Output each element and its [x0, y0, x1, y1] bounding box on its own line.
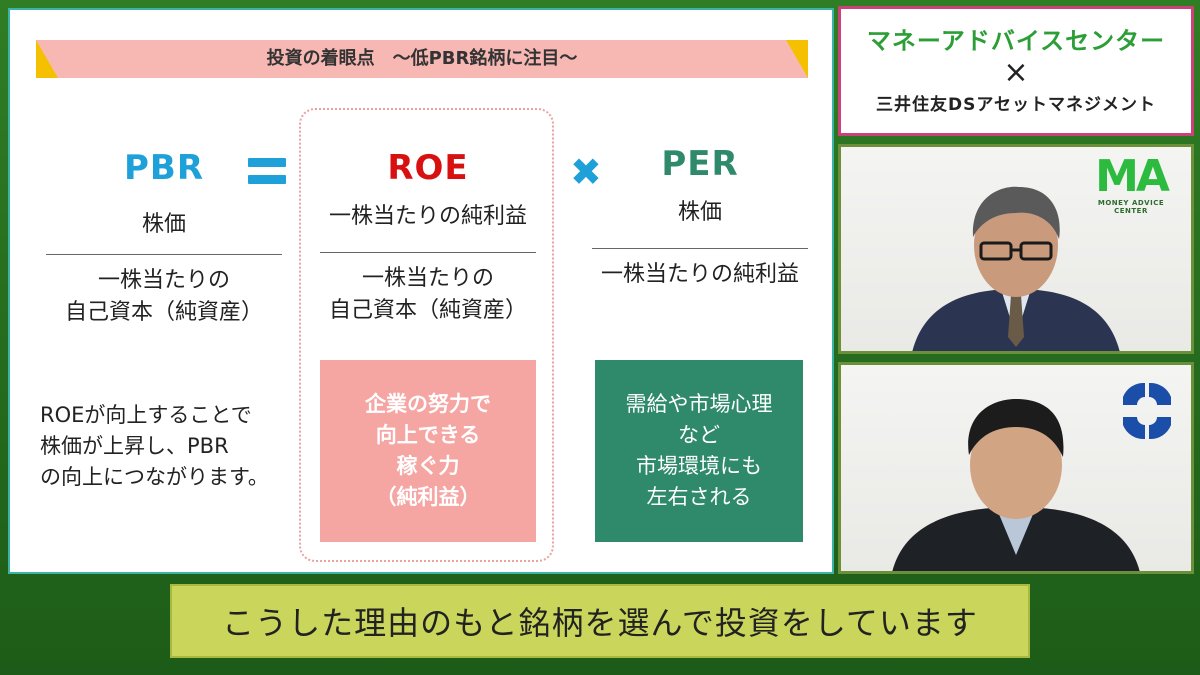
brand-cross: ×	[1003, 55, 1029, 90]
brand-top-text: マネーアドバイスセンター	[866, 27, 1166, 55]
roe-highlight-frame	[299, 108, 554, 562]
presenter-2-figure	[892, 399, 1140, 571]
per-denominator: 一株当たりの純利益	[600, 262, 799, 287]
per-fraction-line	[592, 248, 808, 249]
per-box-line: 左右される	[646, 485, 752, 509]
roe-box-line: 稼ぐ力	[396, 454, 460, 478]
title-accent-left	[36, 40, 58, 78]
subtitle-bar: こうした理由のもと銘柄を選んで投資をしています	[170, 584, 1030, 658]
per-term: PER	[661, 144, 739, 184]
slide-title: 投資の着眼点 ～低PBR銘柄に注目～	[266, 48, 578, 69]
roe-fraction-line	[320, 252, 536, 253]
ma-logo-text: MONEY ADVICE CENTER	[1097, 199, 1165, 215]
roe-box-line: 企業の努力で	[365, 392, 491, 416]
per-box-line: など	[678, 423, 720, 447]
per-box-line: 需給や市場心理	[625, 392, 773, 416]
pbr-formula: PBR 株価 一株当たりの 自己資本（純資産）	[46, 148, 282, 329]
subtitle-text: こうした理由のもと銘柄を選んで投資をしています	[222, 604, 978, 642]
per-formula: PER 株価 一株当たりの純利益	[582, 144, 818, 291]
explanation-note: ROEが向上することで 株価が上昇し、PBR の向上につながります。	[40, 400, 290, 493]
roe-denominator-line2: 自己資本（純資産）	[328, 298, 527, 323]
roe-formula: ROE 一株当たりの純利益 一株当たりの 自己資本（純資産）	[310, 148, 546, 327]
camera-feed-1: MA MONEY ADVICE CENTER	[838, 144, 1194, 354]
note-line: ROEが向上することで	[40, 403, 252, 427]
brand-bottom-text: 三井住友DSアセットマネジメント	[875, 95, 1156, 115]
roe-box-line: 向上できる	[375, 423, 481, 447]
presentation-slide: 投資の着眼点 ～低PBR銘柄に注目～ PBR 株価 一株当たりの 自己資本（純資…	[8, 8, 834, 574]
slide-title-bar: 投資の着眼点 ～低PBR銘柄に注目～	[36, 40, 808, 78]
company-logo-icon	[1123, 382, 1171, 440]
per-box-line: 市場環境にも	[636, 454, 762, 478]
ma-logo-mark: MA	[1095, 151, 1170, 202]
presenter-1-figure	[912, 186, 1120, 351]
note-line: 株価が上昇し、PBR	[40, 434, 229, 458]
pbr-term: PBR	[123, 148, 204, 188]
equals-icon	[248, 158, 286, 186]
title-accent-right	[786, 40, 808, 78]
roe-term: ROE	[387, 148, 469, 188]
roe-numerator: 一株当たりの純利益	[328, 204, 527, 229]
brand-panel: マネーアドバイスセンター × 三井住友DSアセットマネジメント	[838, 6, 1194, 136]
pbr-denominator-line1: 一株当たりの	[97, 268, 230, 293]
roe-explanation-box: 企業の努力で 向上できる 稼ぐ力 （純利益）	[320, 360, 536, 542]
pbr-numerator: 株価	[141, 212, 186, 237]
per-numerator: 株価	[677, 200, 722, 225]
roe-denominator-line1: 一株当たりの	[361, 266, 494, 291]
roe-box-line: （純利益）	[375, 485, 481, 509]
pbr-fraction-line	[46, 254, 282, 255]
per-explanation-box: 需給や市場心理 など 市場環境にも 左右される	[595, 360, 803, 542]
money-advice-center-logo: MA MONEY ADVICE CENTER	[1083, 151, 1179, 216]
multiply-icon: ✖	[570, 150, 602, 194]
camera-feed-2	[838, 362, 1194, 574]
note-line: の向上につながります。	[40, 465, 269, 489]
pbr-denominator-line2: 自己資本（純資産）	[64, 300, 263, 325]
